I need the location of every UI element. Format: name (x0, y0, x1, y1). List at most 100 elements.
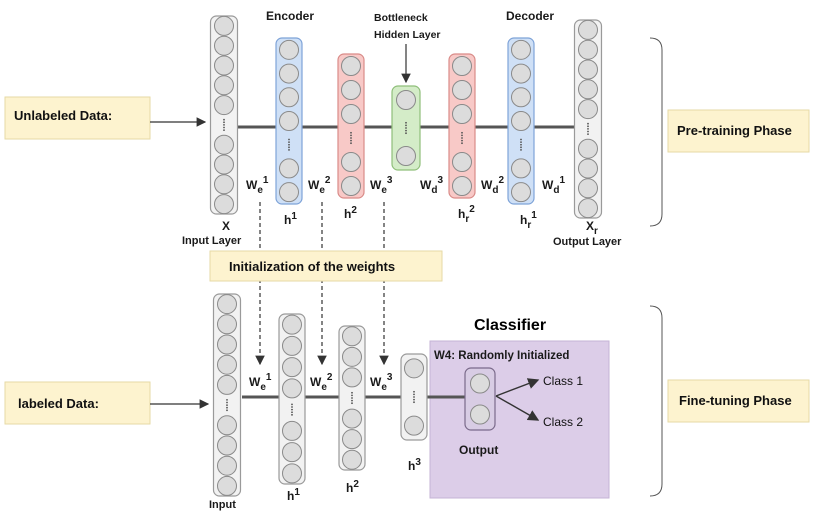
encoder-layer-2-node (341, 56, 361, 76)
ft-hidden-3-node (404, 415, 424, 436)
pretrain-bracket (649, 37, 663, 227)
unlabeled-data-box (4, 96, 151, 140)
decoder-layer-1-ellipsis-dot (520, 138, 522, 141)
ft-hidden-3 (400, 353, 428, 441)
encoder-layer-2-ellipsis-dot (350, 139, 352, 142)
encoder-layer-1-node (279, 63, 299, 84)
ft-hidden-1-box (278, 313, 306, 485)
encoder-layer-1-node (279, 158, 299, 179)
decoder-layer-2-node (452, 104, 472, 124)
ft-hidden-1-node (282, 463, 302, 484)
ft-hidden-1-node (282, 335, 302, 356)
ft-output-layer-node (470, 373, 490, 394)
ft-input-layer-node (217, 314, 237, 335)
output-layer-node (578, 59, 598, 80)
ft-hidden-1-ellipsis-dot (291, 403, 293, 406)
input-layer-node (214, 55, 234, 76)
weight-wd1-top: Wd1 (542, 175, 565, 196)
input-layer-node (214, 15, 234, 36)
x-label: X (222, 219, 230, 233)
class2-arrow (495, 395, 540, 421)
decoder-layer-1-node (511, 39, 531, 60)
ft-output-layer-node (470, 404, 490, 425)
weight-we2-top: We2 (308, 175, 331, 196)
input-layer-node (214, 174, 234, 195)
decoder-layer-2-ellipsis-dot (461, 139, 463, 142)
ft-input-layer-ellipsis-dot (226, 401, 228, 404)
ft-hidden-1-ellipsis-dot (291, 411, 293, 414)
decoder-layer-1-node (511, 111, 531, 131)
encoder-layer-2-node (341, 104, 361, 124)
decoder-layer-2-ellipsis-dot (461, 134, 463, 137)
ft-input-layer-ellipsis-dot (226, 404, 228, 406)
ft-hidden-2-ellipsis-dot (351, 394, 353, 397)
input-layer-ellipsis-dot (223, 118, 225, 121)
h2-label-top: h2 (344, 205, 357, 221)
ft-output-layer (464, 367, 496, 431)
encoder-layer-2-ellipsis-dot (350, 142, 352, 145)
output-layer-label: Output Layer (553, 236, 622, 248)
ft-hidden-3-ellipsis-dot (413, 401, 415, 404)
encoder-layer-2-node (341, 80, 361, 100)
encoder-layer-2-ellipsis-dot (350, 134, 352, 137)
ft-input-layer (212, 293, 242, 497)
ft-hidden-1-node (282, 357, 302, 378)
output-layer-ellipsis-dot (587, 122, 589, 125)
weight-we1-bottom: We1 (249, 372, 272, 393)
encoder-layer-1-ellipsis-dot (288, 141, 290, 144)
decoder-layer-1-node (511, 158, 531, 179)
decoder-layer-1-node (511, 182, 531, 203)
decoder-layer-2-node (452, 152, 472, 172)
hr2-label-top: hr2 (458, 204, 475, 225)
decoder-layer-1-ellipsis-dot (520, 146, 522, 149)
decoder-layer-2-node (452, 176, 472, 196)
output-layer-node (578, 158, 598, 179)
output-layer-ellipsis-dot (587, 133, 589, 136)
decoder-label: Decoder (506, 9, 554, 23)
ft-hidden-1-ellipsis-dot (291, 406, 293, 408)
ft-hidden-2-node (342, 346, 362, 367)
output-layer-ellipsis-dot (587, 125, 589, 128)
ft-input-layer-ellipsis-dot (226, 409, 228, 412)
ft-hidden-2-node (342, 367, 362, 388)
bottleneck-label-line1: Bottleneck (374, 12, 428, 24)
pretrain-phase-box (667, 109, 810, 153)
decoder-layer-2-ellipsis-dot (461, 137, 463, 139)
output-layer (573, 19, 603, 219)
input-layer (209, 15, 239, 215)
output-layer-node (578, 138, 598, 159)
decoder-layer-1-ellipsis-dot (520, 149, 522, 151)
encoder-layer-2 (337, 53, 365, 199)
decoder-layer-2-ellipsis-dot (461, 142, 463, 145)
bottleneck-layer-ellipsis-dot (405, 121, 407, 124)
init-banner-label: Initialization of the weights (229, 259, 395, 274)
encoder-label: Encoder (266, 9, 314, 23)
init-banner-box (209, 250, 443, 282)
encoder-layer-2-ellipsis-dot (350, 137, 352, 139)
weight-we2-bottom: We2 (310, 372, 333, 393)
bottleneck-layer-ellipsis-dot (405, 132, 407, 135)
ft-hidden-1-node (282, 420, 302, 441)
weight-we3-top: We3 (370, 175, 393, 196)
bottleneck-layer-ellipsis-dot (405, 127, 407, 129)
class1-label: Class 1 (543, 374, 583, 388)
ft-hidden-1 (278, 313, 306, 485)
encoder-layer-2-ellipsis-dot (350, 131, 352, 134)
ft-input-layer-node (217, 435, 237, 456)
input-label-bottom: Input (209, 499, 236, 511)
ft-hidden-1-node (282, 314, 302, 335)
output-layer-ellipsis-dot (587, 127, 589, 130)
output-layer-ellipsis-dot (587, 130, 589, 133)
encoder-layer-2-node (341, 176, 361, 196)
decoder-layer-1-node (511, 87, 531, 108)
input-layer-node (214, 75, 234, 96)
bottleneck-layer-node (396, 146, 416, 166)
ft-input-layer-ellipsis-dot (226, 406, 228, 409)
class1-arrow (495, 378, 540, 397)
pretrain-phase-label: Pre-training Phase (677, 123, 792, 138)
ft-hidden-3-ellipsis-dot (413, 393, 415, 396)
ft-hidden-1-node (282, 378, 302, 399)
ft-hidden-2-node (342, 408, 362, 429)
encoder-layer-1-ellipsis-dot (288, 149, 290, 151)
classifier-region (429, 340, 610, 499)
